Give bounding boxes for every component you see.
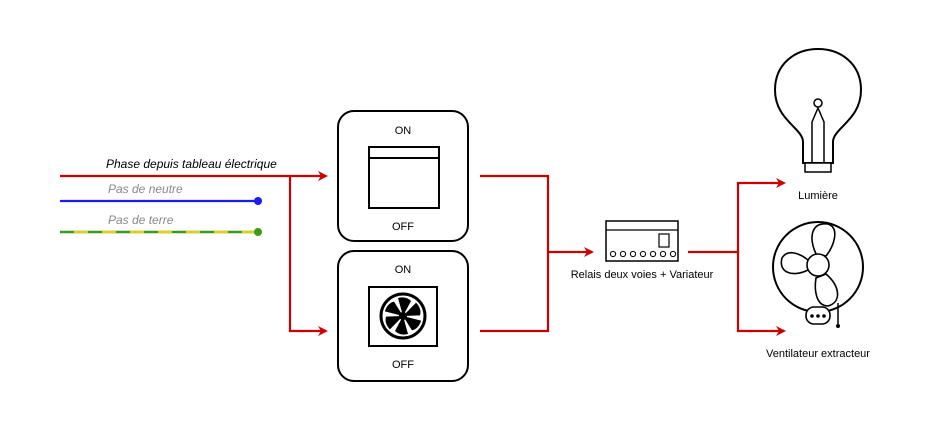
light-load: Lumière: [773, 47, 863, 202]
light-bulb-icon: [773, 47, 863, 173]
switch-top[interactable]: ON OFF: [337, 110, 469, 242]
phase-wire-label: Phase depuis tableau électrique: [106, 157, 277, 171]
light-label: Lumière: [798, 190, 838, 202]
earth-wire-end: [254, 228, 262, 236]
blank-panel-icon: [368, 146, 440, 209]
relay-outputs: [688, 178, 786, 336]
earth-wire-label: Pas de terre: [108, 213, 174, 227]
phase-branch: [288, 171, 328, 336]
fan-icon: [368, 286, 438, 347]
switch-top-on-label: ON: [395, 125, 412, 137]
switch-bottom-on-label: ON: [395, 264, 412, 276]
earth-wire: Pas de terre: [60, 213, 262, 236]
switch-bottom[interactable]: ON OFF: [337, 250, 469, 382]
neutral-wire: Pas de neutre: [60, 182, 262, 205]
ceiling-fan-icon: [772, 221, 864, 328]
fan-label: Ventilateur extracteur: [766, 348, 870, 360]
fan-load: Ventilateur extracteur: [766, 221, 870, 360]
relay-module[interactable]: Relais deux voies + Variateur: [571, 220, 714, 281]
switch-top-off-label: OFF: [392, 221, 414, 233]
switch-bottom-off-label: OFF: [392, 359, 414, 371]
neutral-wire-end: [254, 197, 262, 205]
relay-label: Relais deux voies + Variateur: [571, 269, 714, 281]
switch-outputs: [480, 174, 594, 333]
neutral-wire-label: Pas de neutre: [108, 182, 183, 196]
phase-wire: Phase depuis tableau électrique: [60, 157, 290, 178]
relay-module-icon: [605, 220, 679, 262]
